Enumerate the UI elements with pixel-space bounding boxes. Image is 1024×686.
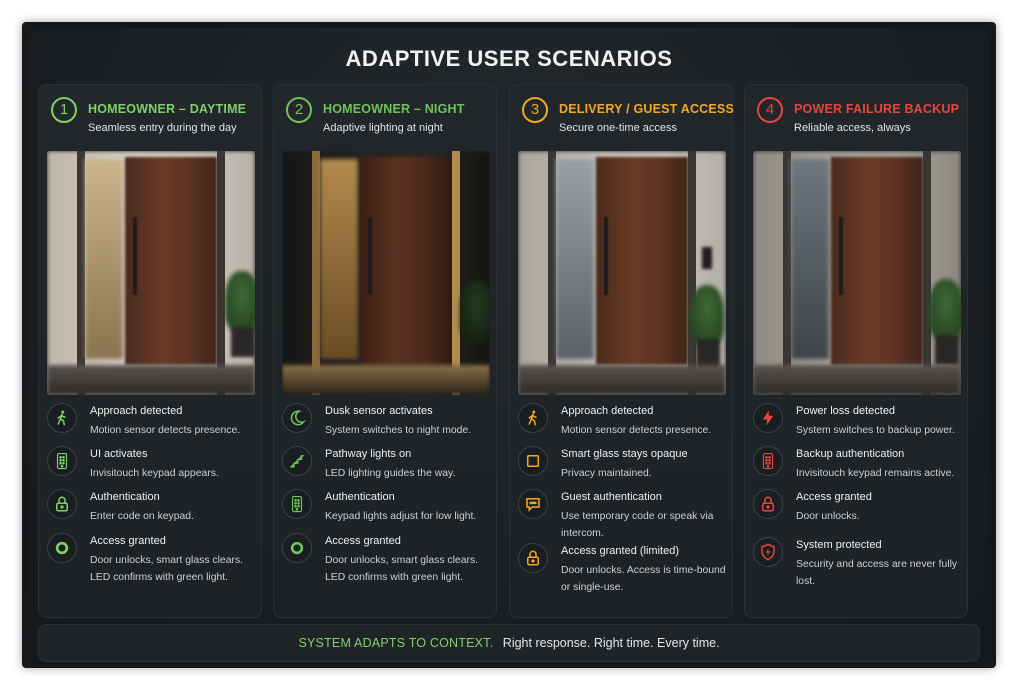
walking-person-icon [518,403,548,433]
step-description: System switches to night mode. [325,425,472,436]
step-title: Backup authentication [796,448,905,460]
footer-banner: SYSTEM ADAPTS TO CONTEXT. Right response… [38,624,980,662]
step-title: Authentication [325,491,395,503]
scenario-card-power-failure: 4 POWER FAILURE BACKUP Reliable access, … [744,84,968,618]
scenario-number-badge: 3 [522,97,548,123]
step-title: Guest authentication [561,491,662,503]
page-title: ADAPTIVE USER SCENARIOS [345,46,673,71]
scenario-board: ADAPTIVE USER SCENARIOS 1 HOMEOWNER – DA… [28,28,990,662]
keypad-icon [753,446,783,476]
scenario-number-badge: 1 [51,97,77,123]
scenario-number-badge: 4 [757,97,783,123]
keypad-icon [47,446,77,476]
step-title: Access granted [796,491,872,503]
step-description: Security and access are never fully lost… [796,559,958,587]
step-description: Enter code on keypad. [90,511,194,522]
step-description: Door unlocks. [796,511,860,522]
scenario-title: DELIVERY / GUEST ACCESS [559,102,735,116]
scenario-card-homeowner-night: 2 HOMEOWNER – NIGHT Adaptive lighting at… [273,84,497,618]
scenario-title: POWER FAILURE BACKUP [794,102,960,116]
lock-icon [518,543,548,573]
step-description: Invisitouch keypad appears. [90,468,219,479]
step-description: Use temporary code or speak via intercom… [561,511,714,539]
lock-icon [753,489,783,519]
scenario-title: HOMEOWNER – DAYTIME [88,102,247,116]
chat-icon [518,489,548,519]
walking-person-icon [47,403,77,433]
step-title: Access granted [90,535,166,547]
step-description: Invisitouch keypad remains active. [796,468,955,479]
footer-highlight: SYSTEM ADAPTS TO CONTEXT. [298,636,494,650]
step-description: Motion sensor detects presence. [561,425,712,436]
card-header: 2 HOMEOWNER – NIGHT Adaptive lighting at… [286,95,491,143]
step-title: UI activates [90,448,148,460]
door-photo [518,151,726,395]
step-description: Door unlocks. Access is time-bound or si… [561,565,726,593]
card-header: 3 DELIVERY / GUEST ACCESS Secure one-tim… [522,95,734,143]
step-title: Power loss detected [796,405,896,417]
step-title: Access granted [325,535,401,547]
shield-bolt-icon [753,537,783,567]
step-description: Door unlocks, smart glass clears. LED co… [325,555,479,583]
scenario-subtitle: Reliable access, always [794,122,911,134]
step-description: System switches to backup power. [796,425,955,436]
step-description: Keypad lights adjust for low light. [325,511,477,522]
scenario-card-delivery-guest: 3 DELIVERY / GUEST ACCESS Secure one-tim… [509,84,734,618]
scenario-title: HOMEOWNER – NIGHT [323,102,465,116]
card-header: 4 POWER FAILURE BACKUP Reliable access, … [757,95,962,143]
ring-icon [282,533,312,563]
step-title: Pathway lights on [325,448,412,460]
step-title: Dusk sensor activates [325,405,433,417]
scenario-subtitle: Adaptive lighting at night [323,122,443,134]
door-photo [282,151,490,395]
scenario-subtitle: Seamless entry during the day [88,122,237,134]
step-description: Door unlocks, smart glass clears. LED co… [90,555,244,583]
step-title: Approach detected [561,405,654,417]
stairs-icon [282,446,312,476]
step-title: Smart glass stays opaque [561,448,688,460]
step-description: Privacy maintained. [561,468,652,479]
step-title: Approach detected [90,405,183,417]
step-title: Access granted (limited) [561,545,679,557]
bolt-icon [753,403,783,433]
door-photo [753,151,961,395]
footer-text: Right response. Right time. Every time. [502,636,720,650]
ring-icon [47,533,77,563]
poster-frame: ADAPTIVE USER SCENARIOS 1 HOMEOWNER – DA… [22,22,996,668]
card-header: 1 HOMEOWNER – DAYTIME Seamless entry dur… [51,95,256,143]
step-title: Authentication [90,491,160,503]
scenario-card-homeowner-daytime: 1 HOMEOWNER – DAYTIME Seamless entry dur… [38,84,262,618]
keypad-icon [282,489,312,519]
scenario-subtitle: Secure one-time access [559,122,677,134]
scenario-number-badge: 2 [286,97,312,123]
moon-icon [282,403,312,433]
lock-icon [47,489,77,519]
step-description: LED lighting guides the way. [325,468,456,479]
square-icon [518,446,548,476]
door-photo [47,151,255,395]
step-title: System protected [796,539,882,551]
step-description: Motion sensor detects presence. [90,425,241,436]
